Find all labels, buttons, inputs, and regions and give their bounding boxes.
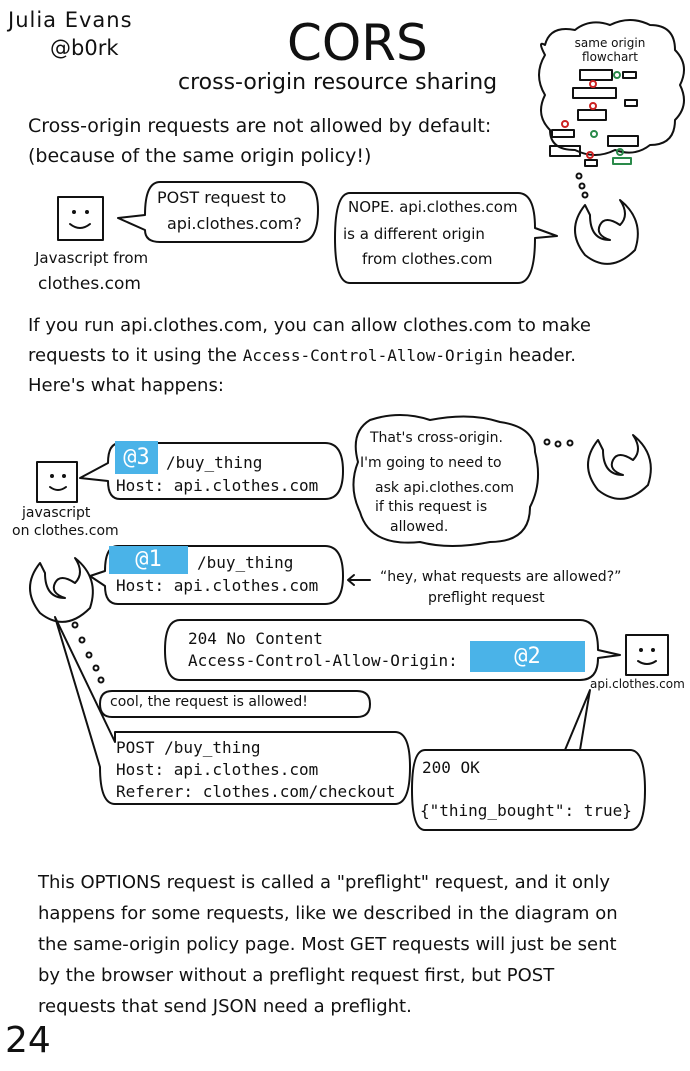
bubble-text: NOPE. api.clothes.com [348, 198, 518, 216]
allowed-text: cool, the request is allowed! [110, 694, 308, 710]
bubble-text: is a different origin [343, 225, 485, 243]
footer-line: requests that send JSON need a preflight… [38, 996, 412, 1017]
explain-line: If you run api.clothes.com, you can allo… [28, 315, 591, 336]
post-line: Referer: clothes.com/checkout [116, 782, 396, 801]
smiley-box-icon [57, 196, 104, 241]
request-host: Host: api.clothes.com [116, 476, 319, 495]
ok-line: {"thing_bought": true} [420, 801, 632, 820]
thought-text: That's cross-origin. [370, 430, 504, 446]
firefox-icon [29, 557, 94, 623]
explain-line: requests to it using the Access-Control-… [28, 345, 576, 366]
blank-box: @1 [109, 546, 188, 574]
blank-box: @2 [470, 641, 585, 672]
footer-line: happens for some requests, like we descr… [38, 903, 618, 924]
footer-line: This OPTIONS request is called a "prefli… [38, 872, 611, 893]
response-status: 204 No Content [188, 629, 323, 648]
response-bubble [164, 619, 621, 681]
arrow-left-icon [347, 574, 371, 586]
js-bubble [117, 181, 319, 243]
thought-text: ask api.clothes.com [375, 480, 515, 496]
ok-bubble [411, 689, 646, 831]
blank-box: @3 [115, 441, 158, 474]
js-label: clothes.com [38, 274, 141, 294]
thought-cloud [352, 414, 540, 547]
page-number: 24 [5, 1020, 51, 1061]
flowchart-mini [549, 69, 639, 167]
browser-bubble [334, 192, 558, 284]
page-subtitle: cross-origin resource sharing [178, 70, 498, 95]
thought-text: if this request is [375, 499, 488, 515]
firefox-icon [587, 434, 652, 500]
preflight-bubble [89, 545, 344, 605]
explain-line: Here's what happens: [28, 375, 224, 396]
header-code: Access-Control-Allow-Origin [242, 346, 503, 365]
js-label: javascript [22, 505, 91, 521]
intro-line: Cross-origin requests are not allowed by… [28, 115, 492, 137]
footer-line: the same-origin policy page. Most GET re… [38, 934, 617, 955]
post-line: POST /buy_thing [116, 738, 261, 757]
request-bubble [79, 442, 344, 500]
ok-line: 200 OK [422, 758, 480, 777]
firefox-icon [574, 199, 639, 265]
thought-text: I'm going to need to [360, 455, 502, 471]
server-label: api.clothes.com [590, 677, 685, 691]
explain-text: header. [502, 345, 577, 366]
smiley-box-icon [625, 634, 669, 676]
bubble-text: from clothes.com [362, 250, 493, 268]
author-handle: @b0rk [50, 36, 119, 60]
request-host: Host: api.clothes.com [116, 576, 319, 595]
request-path: /buy_thing [197, 553, 294, 572]
bubble-text: api.clothes.com? [167, 214, 302, 233]
response-header: Access-Control-Allow-Origin: [188, 651, 458, 670]
allowed-bubble [99, 690, 371, 718]
post-bubble [54, 616, 411, 805]
intro-line: (because of the same origin policy!) [28, 145, 372, 167]
bubble-text: POST request to [157, 188, 287, 207]
thought-text: allowed. [390, 519, 449, 535]
flowchart-cloud [538, 19, 685, 156]
page-title: CORS [287, 14, 428, 72]
js-label: on clothes.com [12, 523, 119, 539]
flowchart-label: same origin flowchart [574, 36, 646, 64]
footer-line: by the browser without a preflight reque… [38, 965, 555, 986]
post-line: Host: api.clothes.com [116, 760, 319, 779]
preflight-note: “hey, what requests are allowed?” [380, 569, 622, 585]
explain-text: requests to it using the [28, 345, 243, 366]
smiley-box-icon [36, 461, 78, 503]
js-label: Javascript from [35, 249, 149, 267]
request-path: /buy_thing [166, 453, 263, 472]
preflight-note: preflight request [428, 590, 545, 606]
author-name: Julia Evans [8, 8, 133, 32]
